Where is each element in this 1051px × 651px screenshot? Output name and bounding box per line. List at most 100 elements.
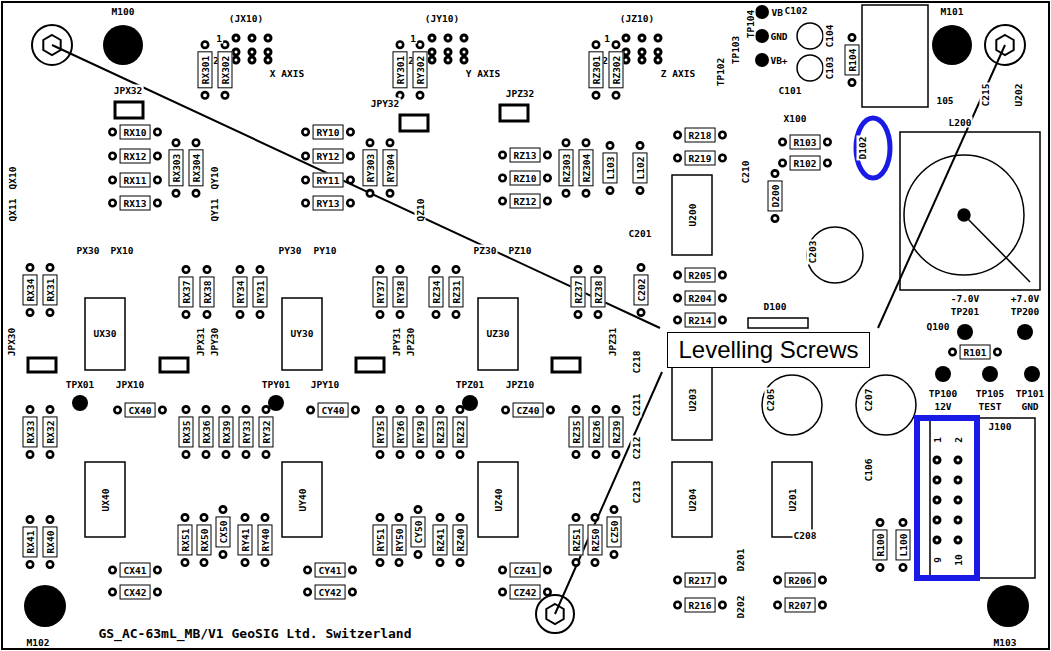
- solder-pad: [453, 266, 459, 272]
- solder-pad: [203, 406, 209, 412]
- solder-pad: [433, 266, 439, 272]
- silk-label: JPX30: [6, 327, 17, 358]
- silk-label: C215: [980, 83, 991, 108]
- component-ref: R103: [790, 135, 821, 150]
- test-point-pads: [72, 5, 1040, 411]
- solder-pad: [242, 559, 248, 565]
- component-ref: RY12: [313, 149, 344, 164]
- solder-pad: [377, 514, 383, 520]
- solder-pad: [573, 559, 579, 565]
- solder-pad: [674, 132, 680, 138]
- solder-pad: [257, 266, 263, 272]
- component-ref: L102: [633, 153, 648, 184]
- component-ref: RZ33: [433, 417, 448, 448]
- solder-pad: [114, 407, 120, 413]
- highlight-ellipse: [856, 118, 890, 178]
- component-ref: RY51: [373, 525, 388, 556]
- silk-label: J100: [988, 421, 1013, 432]
- silk-label: TP105: [975, 388, 1006, 399]
- solder-pad: [47, 561, 53, 567]
- solder-pad: [377, 406, 383, 412]
- silk-label: JPY30: [209, 327, 220, 358]
- solder-pad: [109, 129, 115, 135]
- component-ref: RY39: [413, 417, 428, 448]
- solder-pad: [220, 506, 226, 512]
- component-ref: RY34: [233, 277, 248, 308]
- silk-label: 105: [935, 95, 954, 106]
- silk-label: D201: [735, 548, 746, 573]
- solder-pad: [27, 561, 33, 567]
- solder-pad: [222, 92, 228, 98]
- solder-pad: [202, 92, 208, 98]
- silk-label: D102: [857, 136, 868, 161]
- component-ref: RX36: [199, 417, 214, 448]
- silk-label: M102: [26, 637, 51, 648]
- solder-pad: [304, 567, 310, 573]
- solder-pad: [347, 200, 353, 206]
- silk-label: 2: [953, 436, 964, 444]
- solder-pad: [396, 514, 402, 520]
- solder-pad: [183, 406, 189, 412]
- solder-pad: [637, 187, 643, 193]
- solder-pad: [377, 559, 383, 565]
- solder-pad: [193, 190, 199, 196]
- solder-pad: [349, 567, 355, 573]
- solder-pad: [595, 266, 601, 272]
- silk-label: (JZ10): [619, 13, 655, 24]
- solder-pad: [544, 175, 550, 181]
- component-ref: CY50: [411, 517, 426, 548]
- silk-label: 1: [603, 33, 611, 44]
- silk-label: TPX01: [65, 379, 96, 390]
- component-ref: RZ303: [559, 150, 574, 187]
- component-ref: CZ42: [510, 585, 541, 600]
- solder-pad: [592, 559, 598, 565]
- solder-pad: [47, 451, 53, 457]
- silk-label: TP201: [950, 306, 981, 317]
- solder-pad: [719, 272, 725, 278]
- component-ref: RX10: [120, 125, 151, 140]
- silk-label: -7.0V: [950, 293, 981, 304]
- solder-pad: [307, 407, 313, 413]
- solder-pad: [154, 177, 160, 183]
- levelling-screw-symbols: [32, 25, 1025, 633]
- solder-pad: [302, 129, 308, 135]
- solder-pad: [27, 264, 33, 270]
- solder-pad: [223, 406, 229, 412]
- solder-pad: [613, 406, 619, 412]
- component-ref: RY33: [239, 417, 254, 448]
- solder-pad: [611, 506, 617, 512]
- solder-pad: [607, 142, 613, 148]
- solder-pad: [203, 451, 209, 457]
- silk-label: 1: [932, 436, 943, 444]
- solder-pad: [819, 577, 825, 583]
- solder-pad: [182, 559, 188, 565]
- solder-pad: [994, 349, 1000, 355]
- solder-pad: [377, 451, 383, 457]
- component-ref: RZ13: [510, 148, 541, 163]
- solder-pad: [201, 559, 207, 565]
- solder-pad: [302, 153, 308, 159]
- silk-label: D202: [735, 595, 746, 620]
- solder-pad: [499, 589, 505, 595]
- component-ref: RY302: [413, 52, 428, 89]
- solder-pad: [583, 139, 589, 145]
- silk-label: X AXIS: [269, 68, 305, 79]
- solder-pad: [27, 516, 33, 522]
- solder-pad: [154, 200, 160, 206]
- silk-label: U202: [1013, 83, 1024, 108]
- solder-pad: [387, 139, 393, 145]
- component-ref: RZ32: [453, 417, 468, 448]
- solder-pad: [499, 198, 505, 204]
- solder-pad: [154, 589, 160, 595]
- solder-pad: [593, 406, 599, 412]
- solder-pad: [674, 577, 680, 583]
- solder-pad: [304, 589, 310, 595]
- silk-label: UZ30: [486, 328, 511, 339]
- component-ref: RX51: [178, 525, 193, 556]
- solder-pad: [47, 406, 53, 412]
- solder-pad: [347, 153, 353, 159]
- solder-pad: [397, 41, 403, 47]
- solder-pad: [352, 407, 358, 413]
- component-ref: RX33: [23, 417, 38, 448]
- solder-pad: [719, 155, 725, 161]
